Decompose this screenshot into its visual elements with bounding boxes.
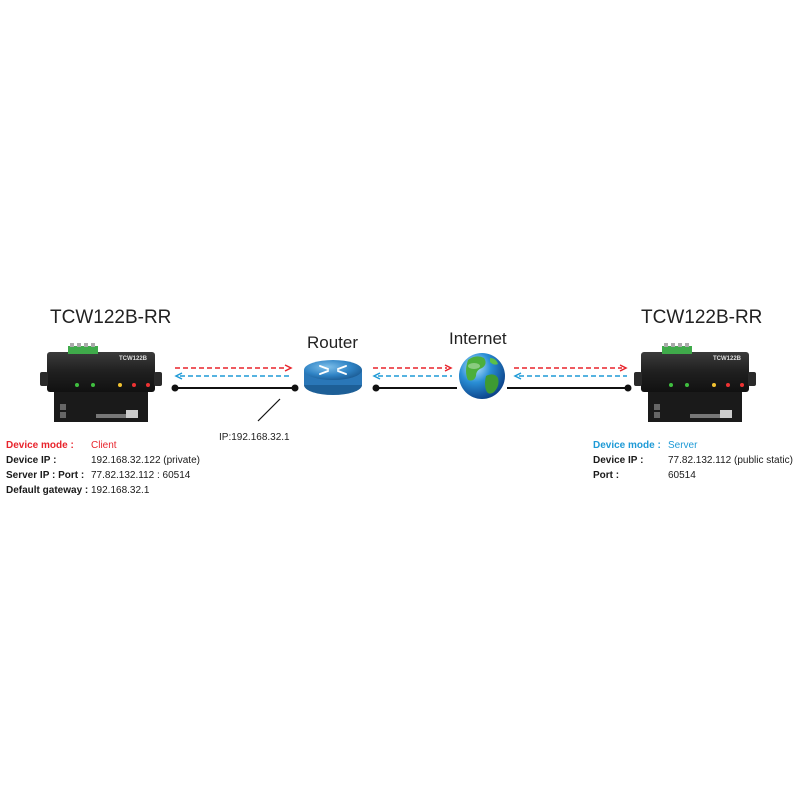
left-ip-value: 192.168.32.122 (private) (91, 455, 200, 466)
left-device-title: TCW122B-RR (50, 307, 172, 328)
left-ip-key: Device IP : (6, 455, 57, 466)
right-flow-arrows (513, 364, 628, 380)
left-device-panel-label: TCW122B (119, 356, 148, 362)
middle-flow-arrows (372, 364, 453, 380)
right-ip-key: Device IP : (593, 455, 644, 466)
left-device-info: Device mode : Client Device IP : 192.168… (6, 438, 200, 498)
left-gateway-key: Default gateway : (6, 485, 89, 496)
left-server-key: Server IP : Port : (6, 470, 85, 481)
right-device-panel-label: TCW122B (713, 356, 742, 362)
right-ip-value: 77.82.132.112 (public static) (668, 455, 793, 466)
left-server-value: 77.82.132.112 : 60514 (91, 470, 191, 481)
right-mode-value: Server (668, 440, 698, 451)
router-ip-pointer (257, 398, 281, 422)
right-device-info: Device mode : Server Device IP : 77.82.1… (593, 438, 793, 483)
left-gateway-value: 192.168.32.1 (91, 485, 150, 496)
right-device-image (634, 343, 756, 422)
router-icon (304, 360, 362, 395)
right-mode-key: Device mode : (593, 440, 661, 451)
network-links (171, 384, 632, 392)
right-port-key: Port : (593, 470, 620, 481)
left-mode-value: Client (91, 440, 117, 451)
internet-label: Internet (449, 329, 507, 348)
right-device-title: TCW122B-RR (641, 307, 763, 328)
router-ip-label: IP:192.168.32.1 (219, 432, 290, 443)
internet-globe-icon (459, 353, 505, 399)
right-port-value: 60514 (668, 470, 696, 481)
left-device-image (40, 343, 162, 422)
left-mode-key: Device mode : (6, 440, 74, 451)
router-label: Router (307, 333, 359, 352)
left-flow-arrows (174, 364, 293, 380)
